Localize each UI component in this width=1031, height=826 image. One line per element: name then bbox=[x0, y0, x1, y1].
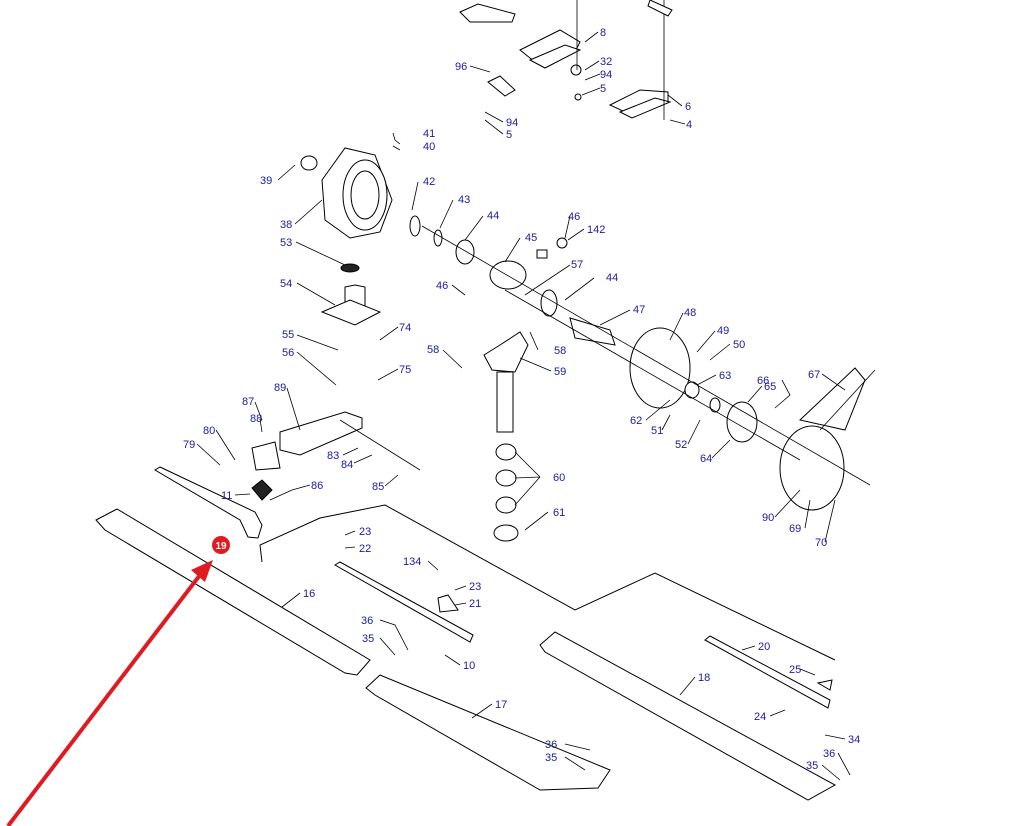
callout-label: 5 bbox=[506, 129, 512, 141]
callout-label: 134 bbox=[403, 556, 421, 568]
callout-label: 32 bbox=[600, 56, 612, 68]
callout-label: 51 bbox=[651, 425, 663, 437]
callout-label: 45 bbox=[525, 232, 537, 244]
callout-label: 58 bbox=[554, 345, 566, 357]
callout-label: 57 bbox=[571, 259, 583, 271]
callout-label: 80 bbox=[203, 425, 215, 437]
callout-label: 4 bbox=[686, 119, 692, 131]
callout-label: 36 bbox=[823, 748, 835, 760]
highlight-badge-label: 19 bbox=[215, 541, 227, 552]
callout-label: 89 bbox=[274, 382, 286, 394]
callout-label: 23 bbox=[469, 581, 481, 593]
callout-label: 17 bbox=[495, 699, 507, 711]
callout-label: 84 bbox=[341, 459, 353, 471]
callout-label: 62 bbox=[630, 415, 642, 427]
callout-label: 21 bbox=[469, 598, 481, 610]
callout-label: 58 bbox=[427, 344, 439, 356]
callout-label: 40 bbox=[423, 141, 435, 153]
callout-label: 39 bbox=[260, 175, 272, 187]
callout-label: 88 bbox=[250, 413, 262, 425]
callout-label: 24 bbox=[754, 711, 766, 723]
callout-label: 63 bbox=[719, 370, 731, 382]
callout-label: 41 bbox=[423, 128, 435, 140]
highlight-badge[interactable]: 19 bbox=[212, 536, 230, 554]
callout-label: 60 bbox=[553, 472, 565, 484]
callout-label: 65 bbox=[764, 381, 776, 393]
callout-label: 20 bbox=[758, 641, 770, 653]
callout-label: 43 bbox=[458, 194, 470, 206]
callout-label: 6 bbox=[685, 101, 691, 113]
callout-label: 74 bbox=[399, 322, 411, 334]
callout-label: 59 bbox=[554, 366, 566, 378]
callout-label: 50 bbox=[733, 339, 745, 351]
callout-label: 52 bbox=[675, 439, 687, 451]
callout-label: 48 bbox=[684, 307, 696, 319]
callout-label: 34 bbox=[848, 734, 860, 746]
callout-label: 86 bbox=[311, 480, 323, 492]
callout-label: 56 bbox=[282, 347, 294, 359]
callout-label: 5 bbox=[600, 83, 606, 95]
callout-label: 66 bbox=[757, 375, 769, 387]
callout-label: 49 bbox=[717, 325, 729, 337]
callout-label: 44 bbox=[487, 210, 499, 222]
callout-label: 25 bbox=[789, 664, 801, 676]
callout-label: 53 bbox=[280, 237, 292, 249]
callout-label: 79 bbox=[183, 439, 195, 451]
callout-label: 87 bbox=[242, 396, 254, 408]
leader-lines bbox=[196, 31, 851, 781]
highlight-arrow bbox=[6, 560, 213, 826]
callout-label: 23 bbox=[359, 526, 371, 538]
callout-label: 35 bbox=[362, 633, 374, 645]
callout-label: 94 bbox=[506, 117, 518, 129]
callout-label: 96 bbox=[455, 61, 467, 73]
callout-label: 46 bbox=[436, 280, 448, 292]
callout-label: 35 bbox=[545, 752, 557, 764]
callout-label: 94 bbox=[600, 69, 612, 81]
callout-label: 54 bbox=[280, 278, 292, 290]
callout-label: 142 bbox=[587, 224, 605, 236]
callout-label: 16 bbox=[303, 588, 315, 600]
callout-label: 38 bbox=[280, 219, 292, 231]
callout-label: 11 bbox=[221, 490, 232, 502]
knife-guards bbox=[459, 0, 673, 120]
callout-label: 55 bbox=[282, 329, 294, 341]
callout-label: 69 bbox=[789, 523, 801, 535]
callout-label: 18 bbox=[698, 672, 710, 684]
callout-labels: 41 40 39 42 43 44 46 142 38 53 45 57 54 … bbox=[183, 27, 860, 772]
callout-label: 8 bbox=[600, 27, 606, 39]
cutter-bar-outlines bbox=[95, 504, 837, 801]
gearbox-assembly bbox=[154, 147, 876, 542]
callout-label: 75 bbox=[399, 364, 411, 376]
callout-label: 44 bbox=[606, 272, 618, 284]
callout-label: 67 bbox=[808, 369, 820, 381]
callout-label: 10 bbox=[463, 660, 475, 672]
callout-label: 83 bbox=[327, 450, 339, 462]
callout-label: 36 bbox=[545, 739, 557, 751]
callout-label: 61 bbox=[553, 507, 565, 519]
callout-label: 42 bbox=[423, 176, 435, 188]
callout-label: 85 bbox=[372, 481, 384, 493]
callout-label: 64 bbox=[700, 453, 712, 465]
callout-label: 35 bbox=[806, 760, 818, 772]
callout-label: 46 bbox=[568, 211, 580, 223]
callout-label: 36 bbox=[361, 615, 373, 627]
callout-label: 90 bbox=[762, 512, 774, 524]
callout-label: 70 bbox=[815, 537, 827, 549]
knife-bars bbox=[334, 561, 833, 709]
callout-label: 47 bbox=[633, 304, 645, 316]
callout-label: 22 bbox=[359, 543, 371, 555]
